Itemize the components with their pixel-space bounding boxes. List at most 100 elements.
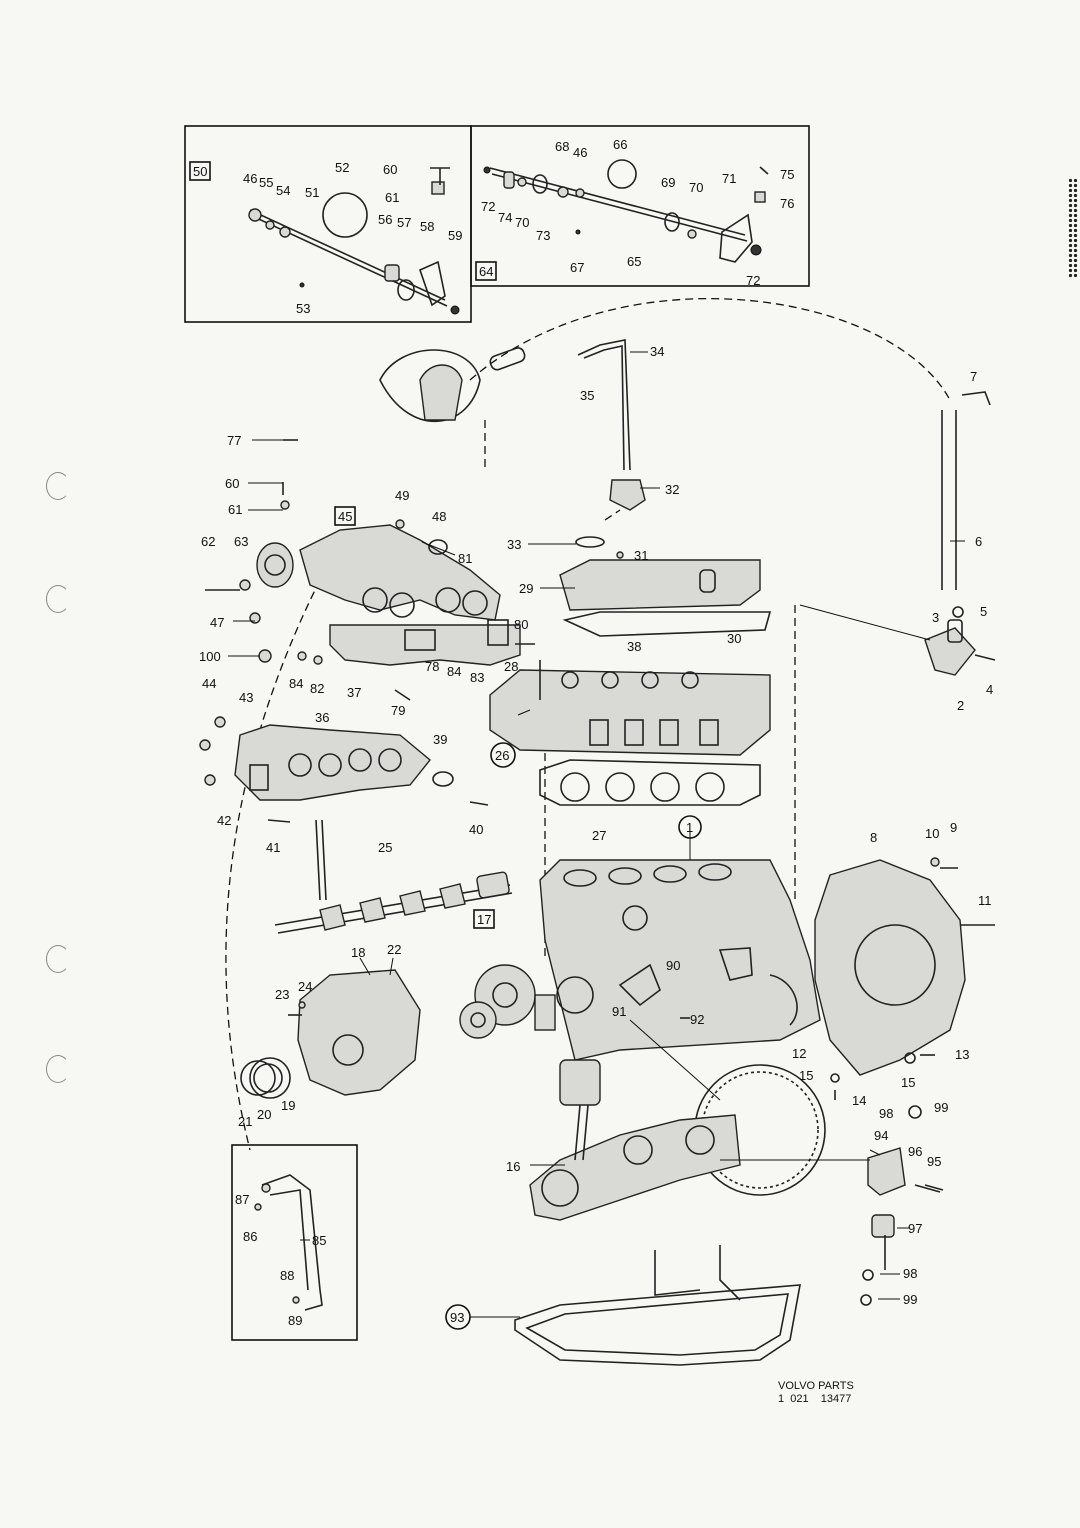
part-label: 97 bbox=[908, 1221, 922, 1236]
bracket-inset bbox=[231, 1144, 358, 1341]
part-label: 43 bbox=[239, 690, 253, 705]
binder-hole bbox=[46, 472, 70, 500]
fasteners bbox=[199, 166, 944, 1191]
part-label: 44 bbox=[202, 676, 216, 691]
title-block: VOLVO PARTS 1 021 13477 bbox=[778, 1380, 854, 1406]
part-label: 84 bbox=[289, 676, 303, 691]
part-label: 36 bbox=[315, 710, 329, 725]
part-label: 80 bbox=[514, 617, 528, 632]
part-label: 18 bbox=[351, 945, 365, 960]
part-label: 84 bbox=[447, 664, 461, 679]
part-label: 27 bbox=[592, 828, 606, 843]
part-label: 76 bbox=[780, 196, 794, 211]
part-label: 89 bbox=[288, 1313, 302, 1328]
timing-cover bbox=[240, 969, 421, 1099]
part-label: 78 bbox=[425, 659, 439, 674]
timing-gears bbox=[459, 909, 556, 1039]
part-label: 98 bbox=[903, 1266, 917, 1281]
part-label: 31 bbox=[634, 548, 648, 563]
part-label: 38 bbox=[627, 639, 641, 654]
inset-frames: 50 64 bbox=[184, 125, 810, 323]
binder-hole bbox=[46, 585, 70, 613]
bellhousing bbox=[814, 859, 995, 1076]
part-label: 87 bbox=[235, 1192, 249, 1207]
oil-pan bbox=[514, 1245, 801, 1366]
part-label: 46 bbox=[243, 171, 257, 186]
intake-manifold bbox=[256, 506, 501, 621]
part-label: 25 bbox=[378, 840, 392, 855]
part-label: 12 bbox=[792, 1046, 806, 1061]
part-label: 59 bbox=[448, 228, 462, 243]
circled-refs: 1 26 93 bbox=[445, 742, 702, 1330]
exhaust-manifold bbox=[234, 619, 521, 801]
part-label: 15 bbox=[901, 1075, 915, 1090]
part-label: 99 bbox=[903, 1292, 917, 1307]
part-label: 82 bbox=[310, 681, 324, 696]
part-label: 22 bbox=[387, 942, 401, 957]
leader-lines bbox=[228, 351, 965, 1318]
part-label: 69 bbox=[661, 175, 675, 190]
part-label: 94 bbox=[874, 1128, 888, 1143]
part-label: 20 bbox=[257, 1107, 271, 1122]
part-label: 61 bbox=[228, 502, 242, 517]
part-label: 90 bbox=[666, 958, 680, 973]
part-label: 71 bbox=[722, 171, 736, 186]
part-label: 49 bbox=[395, 488, 409, 503]
part-label: 3 bbox=[932, 610, 939, 625]
part-label: 81 bbox=[458, 551, 472, 566]
part-label: 8 bbox=[870, 830, 877, 845]
part-label: 88 bbox=[280, 1268, 294, 1283]
choke-linkage-inset bbox=[483, 159, 766, 263]
engine-block bbox=[539, 859, 821, 1061]
part-label: 10 bbox=[925, 826, 939, 841]
circled-ref-1: 1 bbox=[686, 820, 693, 835]
inset-ref-right: 64 bbox=[479, 264, 493, 279]
part-label: 42 bbox=[217, 813, 231, 828]
part-label: 98 bbox=[879, 1106, 893, 1121]
part-label: 34 bbox=[650, 344, 664, 359]
cylinder-head bbox=[489, 669, 771, 756]
part-label: 13 bbox=[955, 1047, 969, 1062]
part-label: 6 bbox=[975, 534, 982, 549]
part-label: 92 bbox=[690, 1012, 704, 1027]
part-label: 60 bbox=[383, 162, 397, 177]
part-label: 47 bbox=[210, 615, 224, 630]
part-label: 96 bbox=[908, 1144, 922, 1159]
part-label: 2 bbox=[957, 698, 964, 713]
air-filter-housing bbox=[379, 347, 526, 423]
part-label: 14 bbox=[852, 1093, 866, 1108]
part-label: 46 bbox=[573, 145, 587, 160]
part-label: 30 bbox=[727, 631, 741, 646]
part-label: 58 bbox=[420, 219, 434, 234]
inset-ref-box-left bbox=[189, 161, 211, 181]
part-label: 79 bbox=[391, 703, 405, 718]
part-label: 91 bbox=[612, 1004, 626, 1019]
part-label: 39 bbox=[433, 732, 447, 747]
boxed-ref-45 bbox=[334, 506, 356, 526]
camshaft bbox=[274, 819, 513, 934]
crankcase-vent bbox=[575, 339, 646, 548]
part-label: 41 bbox=[266, 840, 280, 855]
inset-ref-box-right bbox=[475, 261, 497, 281]
engine-mount bbox=[860, 1105, 941, 1306]
part-label: 32 bbox=[665, 482, 679, 497]
part-label: 99 bbox=[934, 1100, 948, 1115]
part-label: 85 bbox=[312, 1233, 326, 1248]
part-label: 54 bbox=[276, 183, 290, 198]
part-label: 63 bbox=[234, 534, 248, 549]
part-label: 70 bbox=[689, 180, 703, 195]
part-label: 67 bbox=[570, 260, 584, 275]
part-label: 56 bbox=[378, 212, 392, 227]
part-label: 15 bbox=[799, 1068, 813, 1083]
part-label: 52 bbox=[335, 160, 349, 175]
throttle-shaft-inset bbox=[248, 167, 460, 315]
part-label: 37 bbox=[347, 685, 361, 700]
part-label: 35 bbox=[580, 388, 594, 403]
part-label: 7 bbox=[970, 369, 977, 384]
title-block-brand: VOLVO PARTS bbox=[778, 1380, 854, 1392]
binder-hole bbox=[46, 945, 70, 973]
part-label: 73 bbox=[536, 228, 550, 243]
part-label: 100 bbox=[199, 649, 221, 664]
part-label: 72 bbox=[746, 273, 760, 288]
boxed-ref-17 bbox=[473, 909, 495, 929]
